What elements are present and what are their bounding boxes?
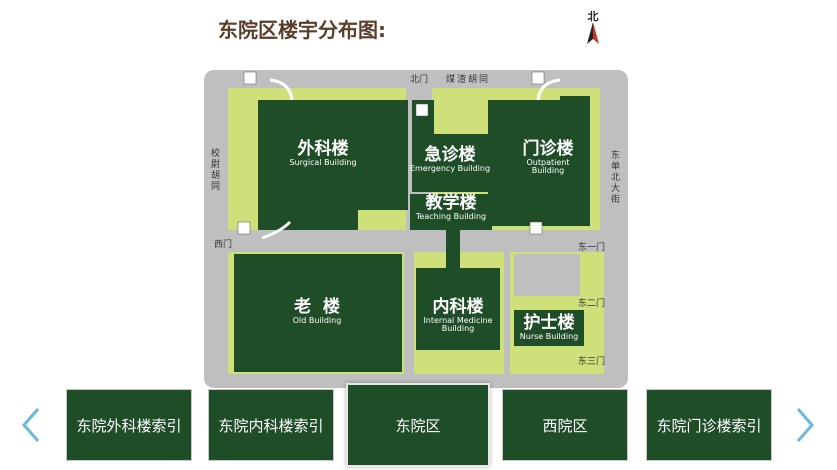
label-east-gate-2: 东二门: [578, 299, 606, 309]
tab-east-campus[interactable]: 东院区: [346, 383, 490, 467]
tab-label: 东院区: [395, 416, 441, 435]
label-north-gate: 北门: [410, 75, 429, 85]
gate-icons: [237, 71, 545, 235]
tab-label: 东院内科楼索引: [218, 416, 324, 435]
surgical-building-ext: [258, 190, 358, 230]
chevron-left-icon: [22, 408, 40, 442]
outpatient-ext: [560, 96, 590, 226]
tab-east-outpatient-index[interactable]: 东院门诊楼索引: [646, 389, 772, 461]
tab-label: 西院区: [542, 416, 588, 435]
prev-button[interactable]: [18, 405, 44, 445]
internal-building: [416, 268, 500, 350]
buildings: [234, 96, 590, 372]
compass: 北: [578, 8, 608, 48]
teaching-building: [410, 194, 492, 230]
tab-label: 东院门诊楼索引: [656, 416, 762, 435]
label-north-street: 煤渣胡同: [446, 75, 491, 85]
tab-label: 东院外科楼索引: [76, 416, 182, 435]
next-button[interactable]: [792, 405, 818, 445]
connector: [446, 230, 460, 270]
chevron-right-icon: [796, 408, 814, 442]
label-east-gate-3: 东三门: [578, 357, 606, 367]
label-west-street: 校尉胡同: [209, 148, 219, 192]
label-east-gate-1: 东一门: [578, 243, 606, 253]
north-arrow-icon: [587, 22, 599, 44]
emergency-building: [412, 134, 488, 192]
label-west-gate: 西门: [214, 240, 233, 250]
gate-arrows: [261, 78, 561, 240]
nurse-building: [514, 310, 584, 346]
tab-east-internal-index[interactable]: 东院内科楼索引: [208, 389, 334, 461]
tab-west-campus[interactable]: 西院区: [502, 389, 628, 461]
compass-label: 北: [587, 10, 599, 23]
label-east-street: 东单北大街: [609, 150, 619, 205]
page-title: 东院区楼宇分布图:: [218, 18, 386, 42]
old-building: [234, 254, 402, 372]
tab-east-surgical-index[interactable]: 东院外科楼索引: [66, 389, 192, 461]
